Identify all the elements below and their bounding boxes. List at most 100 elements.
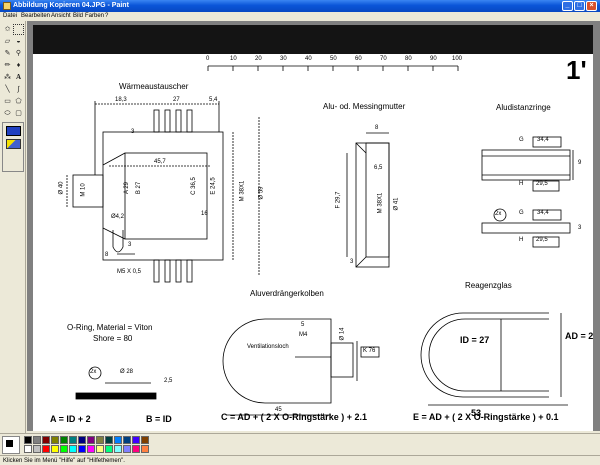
drawing-canvas[interactable]: 1' 0 10 20 30 40 50 60 70 80 90 100 Wärm… [33, 25, 593, 431]
polygon-icon[interactable]: ⬠ [15, 98, 22, 105]
title-bar: Abbildung Kopieren 04.JPG - Paint _ □ × [0, 0, 600, 12]
color-swatch[interactable] [141, 436, 149, 444]
dim-label: M 38X1 [239, 180, 246, 202]
menu-farben[interactable]: Farben [85, 13, 105, 19]
status-bar: Klicken Sie im Menü "Hilfe" auf "Hilfeth… [0, 455, 600, 465]
color-swatch[interactable] [114, 445, 122, 453]
ruler-ticks [207, 66, 459, 71]
color-swatch[interactable] [24, 436, 32, 444]
outer-diameter-label: AD = 2 [565, 331, 593, 341]
vent-hole-label: Ventilationsloch [247, 344, 289, 350]
ruler-label: 0 [206, 56, 210, 62]
dim-label: 2x [495, 211, 502, 217]
color-swatch[interactable] [69, 436, 77, 444]
color-swatch[interactable] [105, 445, 113, 453]
maximize-button[interactable]: □ [574, 1, 585, 11]
color-swatch[interactable] [132, 436, 140, 444]
line-icon[interactable]: ╲ [5, 86, 10, 93]
color-swatch[interactable] [33, 445, 41, 453]
magnifier-icon[interactable]: ⚲ [15, 50, 22, 57]
transparent-option-icon[interactable] [6, 139, 21, 149]
color-swatch[interactable] [96, 445, 104, 453]
color-swatch[interactable] [114, 436, 122, 444]
menu-datei[interactable]: Datei [3, 13, 18, 19]
dim-label: 3 [128, 242, 132, 248]
dim-label: 6,5 [374, 165, 383, 171]
minimize-button[interactable]: _ [562, 1, 573, 11]
color-swatch[interactable] [132, 445, 140, 453]
rectangle-icon[interactable]: ▭ [4, 98, 11, 105]
color-swatch[interactable] [69, 445, 77, 453]
color-swatch[interactable] [60, 436, 68, 444]
opaque-option-icon[interactable] [6, 126, 21, 136]
color-swatch[interactable] [87, 445, 95, 453]
ruler-label: 70 [380, 56, 387, 62]
color-swatch[interactable] [78, 445, 86, 453]
menu-bearbeiten[interactable]: Bearbeiten [21, 13, 51, 19]
ruler-label: 60 [355, 56, 362, 62]
current-colors[interactable] [2, 436, 20, 454]
color-swatch[interactable] [42, 436, 50, 444]
color-swatch[interactable] [123, 445, 131, 453]
oring-title: O-Ring, Material = Viton [67, 323, 153, 332]
status-text: Klicken Sie im Menü "Hilfe" auf "Hilfeth… [3, 458, 125, 464]
text-icon[interactable]: A [15, 73, 22, 81]
length-label: 53 [471, 408, 482, 418]
curve-icon[interactable]: ∫ [17, 86, 20, 93]
color-picker-icon[interactable]: ✎ [4, 50, 11, 57]
color-palette [0, 433, 600, 455]
color-swatch[interactable] [51, 436, 59, 444]
menu-bild[interactable]: Bild [73, 13, 84, 19]
color-swatch[interactable] [33, 436, 41, 444]
color-swatch[interactable] [60, 445, 68, 453]
dim-label: G [519, 137, 524, 143]
ruler-label: 80 [405, 56, 412, 62]
menu-bar: Datei Bearbeiten Ansicht Bild Farben ? [0, 12, 600, 21]
dim-label: M 38X1 [377, 192, 384, 214]
ruler-label: 10 [230, 56, 237, 62]
dim-label: B 27 [136, 181, 143, 195]
dim-label: Ø 14 [339, 327, 346, 341]
dim-label: M4 [299, 332, 308, 338]
dim-label: 5,4 [209, 97, 218, 103]
dim-label: 27 [173, 97, 180, 103]
fill-icon[interactable]: ◒ [16, 38, 21, 45]
formula-c: C = AD + ( 2 X O-Ringstärke ) + 2.1 [221, 412, 367, 422]
menu-ansicht[interactable]: Ansicht [51, 13, 71, 19]
dim-label: 9 [578, 160, 582, 166]
canvas-area[interactable]: 1' 0 10 20 30 40 50 60 70 80 90 100 Wärm… [27, 21, 600, 431]
dim-label: 34,4 [537, 137, 549, 143]
rounded-rectangle-icon[interactable]: ▢ [15, 110, 22, 117]
window-title: Abbildung Kopieren 04.JPG - Paint [13, 2, 129, 9]
dim-label: 3 [131, 129, 135, 135]
piston-title: Aluverdrängerkolben [250, 289, 324, 298]
color-swatch[interactable] [24, 445, 32, 453]
color-swatch[interactable] [78, 436, 86, 444]
ruler-label: 40 [305, 56, 312, 62]
color-swatch[interactable] [51, 445, 59, 453]
dim-label: 18,3 [115, 97, 127, 103]
ruler-label: 100 [452, 56, 463, 62]
color-swatch[interactable] [87, 436, 95, 444]
color-swatch[interactable] [42, 445, 50, 453]
eraser-icon[interactable]: ▱ [4, 38, 11, 45]
color-swatch[interactable] [96, 436, 104, 444]
rect-select-icon[interactable] [13, 24, 24, 35]
close-button[interactable]: × [586, 1, 597, 11]
dim-label: Ø 40 [58, 181, 65, 195]
dim-label: C 36,5 [190, 177, 197, 195]
dim-label: A 29 [124, 181, 131, 195]
color-swatch[interactable] [123, 436, 131, 444]
menu-help[interactable]: ? [105, 13, 109, 19]
page-number: 1' [566, 55, 587, 85]
color-swatch[interactable] [105, 436, 113, 444]
ellipse-icon[interactable]: ⬭ [4, 110, 11, 117]
free-select-icon[interactable]: ✩ [4, 26, 11, 33]
color-swatch[interactable] [141, 445, 149, 453]
brush-icon[interactable]: ♦ [16, 62, 21, 69]
airbrush-icon[interactable]: ⁂ [4, 74, 11, 81]
dim-label: F 29,7 [335, 191, 342, 209]
tool-options-box [2, 122, 24, 172]
pencil-icon[interactable]: ✏ [4, 62, 11, 69]
